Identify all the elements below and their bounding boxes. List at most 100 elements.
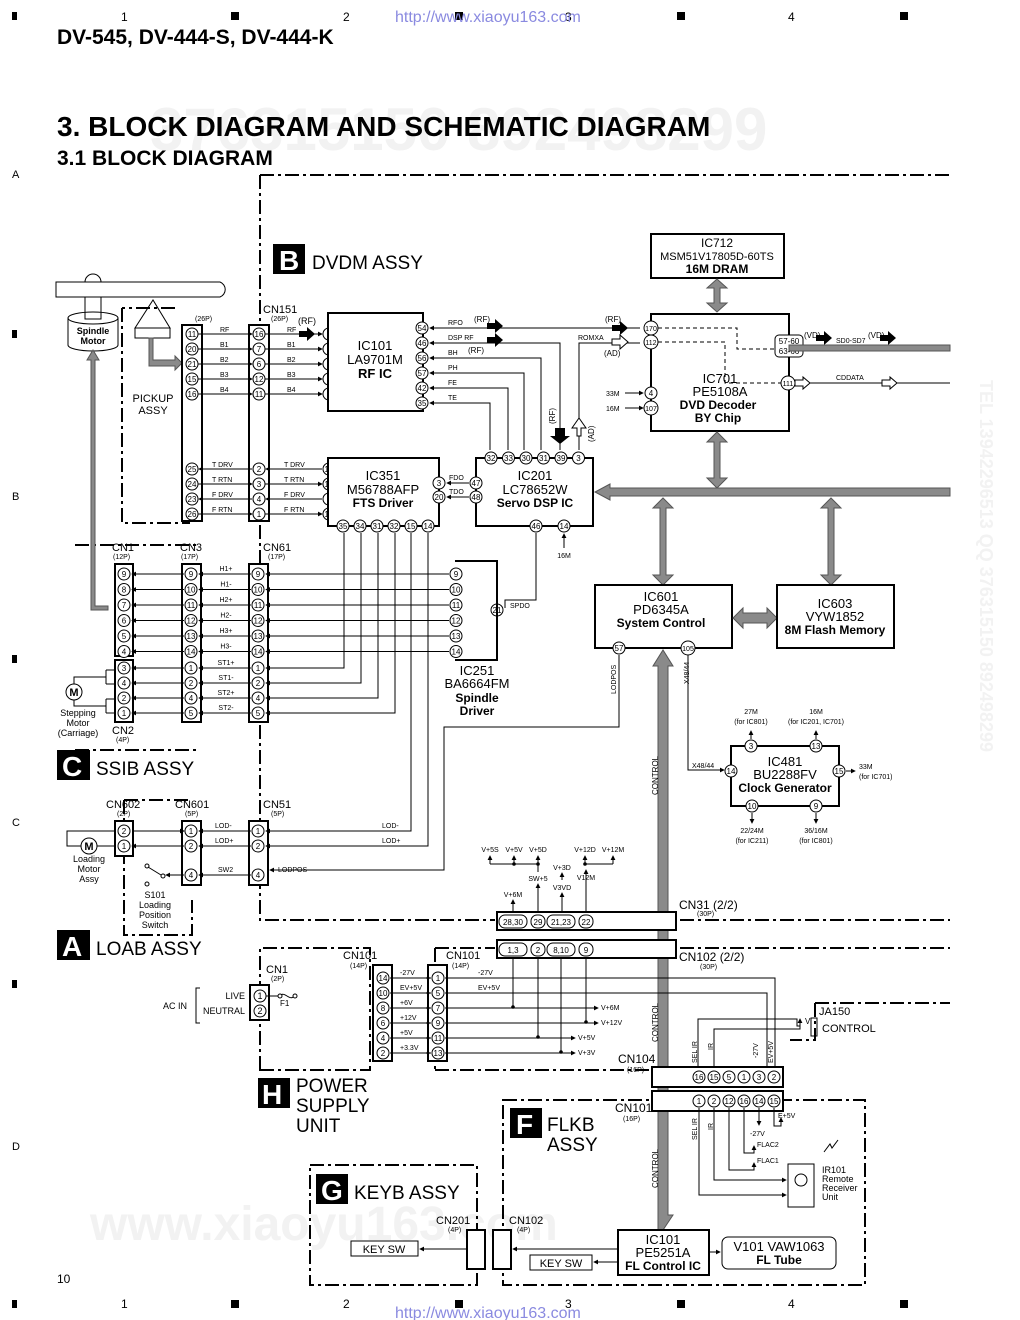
signal-label: B4: [287, 387, 296, 394]
svg-text:2: 2: [343, 10, 350, 24]
signal-label: V+5V: [505, 847, 523, 854]
pickup-arrow: [148, 337, 183, 372]
ic251-pin: 12: [449, 614, 463, 627]
signal-label: E+5V: [778, 1113, 796, 1120]
svg-text:4: 4: [256, 871, 261, 880]
svg-text:Motor: Motor: [77, 864, 100, 874]
signal-label: B3: [287, 372, 296, 379]
signal-label: 33M: [859, 764, 873, 771]
key-sw-keyb-label: KEY SW: [363, 1244, 406, 1256]
ic481-pin: 9: [809, 799, 823, 813]
svg-text:1: 1: [189, 827, 194, 836]
svg-text:Motor: Motor: [66, 718, 89, 728]
ic481-ref: IC481: [768, 754, 803, 769]
svg-text:S101: S101: [144, 890, 165, 900]
svg-text:8: 8: [381, 1004, 386, 1013]
cn31-slot: 28,30: [503, 918, 524, 927]
pickup-lens: [134, 299, 171, 339]
signal-label: -27V: [753, 1043, 760, 1058]
dram-bus-arrow: [705, 278, 729, 313]
signal-label: T DRV: [212, 462, 233, 469]
cn31-slot: 21,23: [551, 918, 572, 927]
svg-text:16: 16: [740, 1097, 749, 1106]
svg-text:42: 42: [418, 384, 427, 393]
signal-label: (VD): [804, 331, 821, 340]
pickup-pin: 15: [185, 372, 199, 386]
svg-text:2: 2: [189, 842, 194, 851]
cn151-pin: 1: [252, 507, 266, 521]
cn101-psu-pins: (14P): [350, 963, 367, 970]
signal-label: 16M: [606, 406, 620, 413]
ic351-bottom-pin: 14: [421, 519, 435, 533]
cn104-pins: (16P): [627, 1067, 644, 1074]
cn1-pin: 9: [117, 567, 131, 581]
stepping-motor: M Stepping Motor (Carriage): [58, 669, 115, 738]
cn101-psu-pin: 6: [376, 1016, 390, 1030]
ic201-top-pin: 30: [519, 451, 533, 465]
signal-label: V+12M: [602, 847, 625, 854]
svg-text:4: 4: [788, 1297, 795, 1311]
section-title: 3. BLOCK DIAGRAM AND SCHEMATIC DIAGRAM: [57, 111, 710, 142]
signal-label: TE: [448, 395, 457, 402]
ir101-receiver: IR101 Remote Receiver Unit: [787, 1139, 858, 1208]
svg-text:1: 1: [697, 1097, 702, 1106]
key-sw-flkb-label: KEY SW: [540, 1258, 583, 1270]
signal-label: H2-: [220, 613, 232, 620]
svg-text:Stepping: Stepping: [60, 708, 96, 718]
svg-text:JA150: JA150: [819, 1006, 850, 1018]
cn1-ssib-label: CN1: [112, 542, 134, 554]
signal-label: +3.3V: [400, 1045, 419, 1052]
cn602-pin: 2: [117, 824, 131, 838]
svg-text:6: 6: [381, 1019, 386, 1028]
cn101-fl-label: CN101: [615, 1101, 653, 1115]
signal-label: FLAC2: [757, 1142, 779, 1149]
svg-text:14: 14: [727, 767, 736, 776]
signal-label: SD0-SD7: [836, 338, 866, 345]
ic251-pin: 14: [449, 645, 463, 658]
svg-text:12: 12: [452, 617, 461, 626]
assembly-label-g: G KEYB ASSY: [316, 1174, 460, 1206]
svg-text:NEUTRAL: NEUTRAL: [203, 1006, 245, 1016]
svg-text:4: 4: [189, 694, 194, 703]
source-url-bottom[interactable]: http://www.xiaoyu163.com: [395, 1305, 581, 1320]
cn101-dvdm-pin: 1: [431, 971, 445, 985]
svg-text:11: 11: [452, 601, 461, 610]
svg-text:1: 1: [122, 709, 127, 718]
cn101-fl-pin: 16: [737, 1094, 751, 1108]
signal-label: ST1+: [218, 660, 235, 667]
cn151-pin: 16: [252, 327, 266, 341]
svg-text:10: 10: [379, 989, 388, 998]
cn101-psu-pin: 8: [376, 1001, 390, 1015]
signal-label: LOD-: [382, 823, 399, 830]
cn1-pin: 8: [117, 583, 131, 596]
svg-text:46: 46: [418, 339, 427, 348]
pickup-label-2: ASSY: [138, 405, 168, 417]
cn61-pin: 4: [251, 691, 265, 705]
svg-text:13: 13: [434, 1049, 443, 1058]
source-url-top[interactable]: http://www.xiaoyu163.com: [395, 9, 581, 26]
ic351-bottom-pin: 32: [387, 519, 401, 533]
svg-text:LIVE: LIVE: [225, 991, 245, 1001]
ic351-right-pin: 20: [432, 490, 446, 504]
svg-text:35: 35: [418, 399, 427, 408]
ic101-output-pin: 56: [415, 351, 429, 365]
svg-text:2: 2: [343, 1297, 350, 1311]
signal-label: LODPOS: [611, 664, 618, 694]
svg-text:14: 14: [755, 1097, 764, 1106]
svg-text:107: 107: [645, 406, 657, 413]
signal-label: -27V: [400, 970, 415, 977]
ic251-part: BA6664FM: [444, 676, 509, 691]
cn102-slot: 1,3: [507, 946, 519, 955]
svg-text:5: 5: [256, 709, 261, 718]
signal-label: BH: [448, 350, 458, 357]
ic481-pin: 15: [832, 764, 846, 778]
svg-text:57: 57: [418, 369, 427, 378]
svg-text:4: 4: [122, 679, 127, 688]
cn601-pin: 2: [184, 839, 198, 853]
signal-label: B3: [220, 372, 229, 379]
assembly-label-b: B DVDM ASSY: [273, 244, 423, 276]
ic481-func: Clock Generator: [738, 781, 832, 795]
